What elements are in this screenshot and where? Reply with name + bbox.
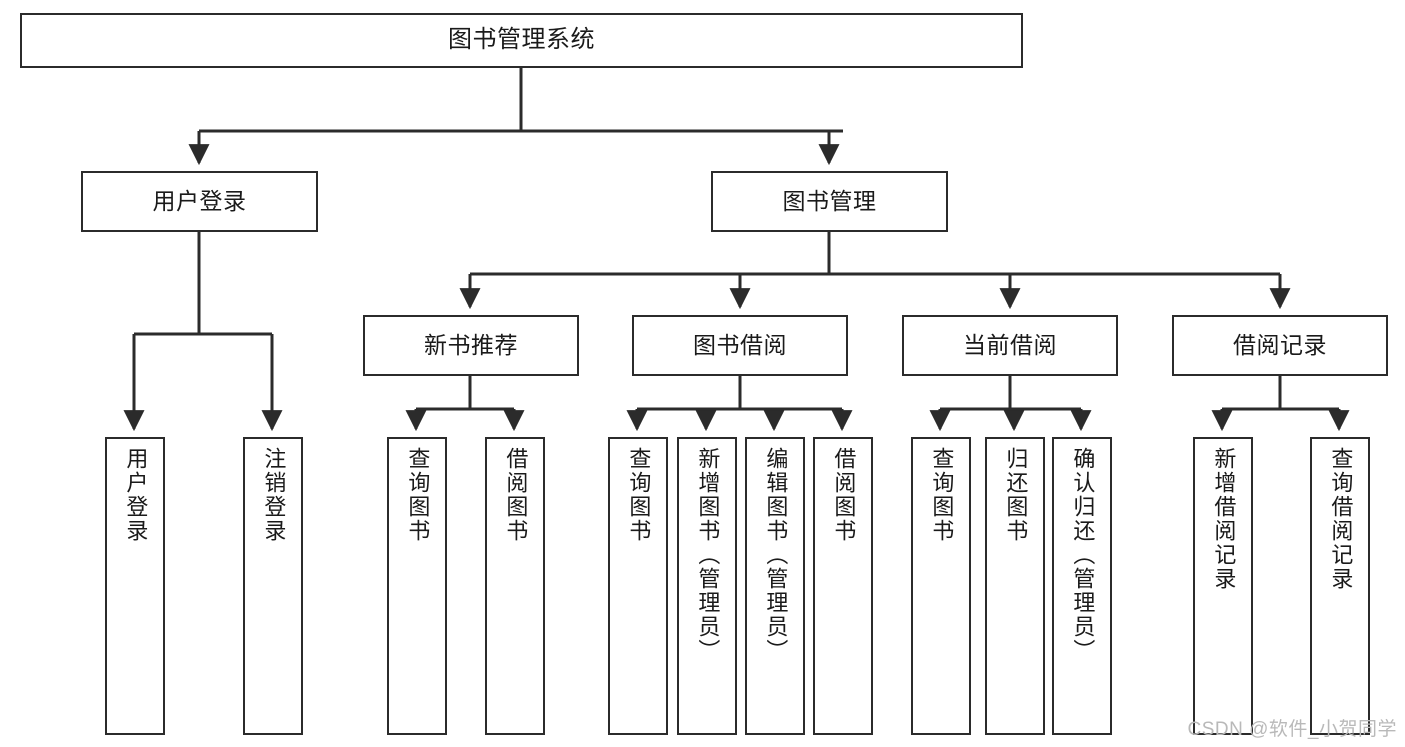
node-current-borrow-label: 当前借阅 — [963, 331, 1057, 358]
node-leaf-add-book-label: 新增图书（管理员） — [695, 447, 721, 663]
node-book-borrow-label: 图书借阅 — [693, 331, 787, 358]
node-current-borrow[interactable]: 当前借阅 — [902, 315, 1118, 376]
node-leaf-query-borrow-record-label: 查询借阅记录 — [1328, 447, 1354, 591]
node-book-manage-label: 图书管理 — [782, 187, 877, 214]
csdn-watermark: CSDN @软件_小贺同学 — [1187, 719, 1397, 740]
node-leaf-borrow-book-2-label: 借阅图书 — [831, 447, 857, 543]
edge-borrowrecord-to-leaves — [1211, 376, 1350, 432]
node-leaf-query-book-1[interactable]: 查询图书 — [387, 437, 447, 735]
edge-newbook-to-leaves — [405, 376, 525, 432]
node-leaf-query-book-2[interactable]: 查询图书 — [608, 437, 668, 735]
node-borrow-record[interactable]: 借阅记录 — [1172, 315, 1388, 376]
node-borrow-record-label: 借阅记录 — [1233, 331, 1327, 358]
node-leaf-return-book-label: 归还图书 — [1003, 447, 1029, 543]
node-leaf-logout-login[interactable]: 注销登录 — [243, 437, 303, 735]
node-leaf-add-borrow-record-label: 新增借阅记录 — [1211, 447, 1237, 591]
node-leaf-return-book[interactable]: 归还图书 — [985, 437, 1045, 735]
edge-userlogin-to-leaves — [123, 232, 283, 432]
node-leaf-add-borrow-record[interactable]: 新增借阅记录 — [1193, 437, 1253, 735]
edge-bookmanage-to-level3 — [459, 232, 1291, 310]
node-leaf-confirm-return[interactable]: 确认归还（管理员） — [1052, 437, 1112, 735]
node-leaf-user-login[interactable]: 用户登录 — [105, 437, 165, 735]
node-leaf-query-book-2-label: 查询图书 — [626, 447, 652, 543]
node-leaf-query-book-3-label: 查询图书 — [929, 447, 955, 543]
node-leaf-query-book-1-label: 查询图书 — [405, 447, 431, 543]
node-book-borrow[interactable]: 图书借阅 — [632, 315, 848, 376]
node-book-manage[interactable]: 图书管理 — [711, 171, 948, 232]
node-new-book-recommend[interactable]: 新书推荐 — [363, 315, 579, 376]
node-leaf-edit-book-label: 编辑图书（管理员） — [763, 447, 789, 663]
node-leaf-borrow-book-2[interactable]: 借阅图书 — [813, 437, 873, 735]
node-leaf-borrow-book-1[interactable]: 借阅图书 — [485, 437, 545, 735]
node-leaf-confirm-return-label: 确认归还（管理员） — [1070, 447, 1096, 663]
edge-bookborrow-to-leaves — [626, 376, 853, 432]
node-leaf-query-borrow-record[interactable]: 查询借阅记录 — [1310, 437, 1370, 735]
node-leaf-user-login-label: 用户登录 — [123, 447, 149, 543]
node-user-login-label: 用户登录 — [152, 187, 247, 214]
node-leaf-add-book[interactable]: 新增图书（管理员） — [677, 437, 737, 735]
node-new-book-recommend-label: 新书推荐 — [424, 331, 518, 358]
edge-root-to-level2 — [188, 68, 843, 166]
node-user-login[interactable]: 用户登录 — [81, 171, 318, 232]
node-leaf-edit-book[interactable]: 编辑图书（管理员） — [745, 437, 805, 735]
node-leaf-logout-login-label: 注销登录 — [261, 447, 287, 543]
node-root-label: 图书管理系统 — [448, 26, 595, 54]
node-leaf-borrow-book-1-label: 借阅图书 — [503, 447, 529, 543]
edge-currentborrow-to-leaves — [929, 376, 1092, 432]
node-root[interactable]: 图书管理系统 — [20, 13, 1023, 68]
node-leaf-query-book-3[interactable]: 查询图书 — [911, 437, 971, 735]
